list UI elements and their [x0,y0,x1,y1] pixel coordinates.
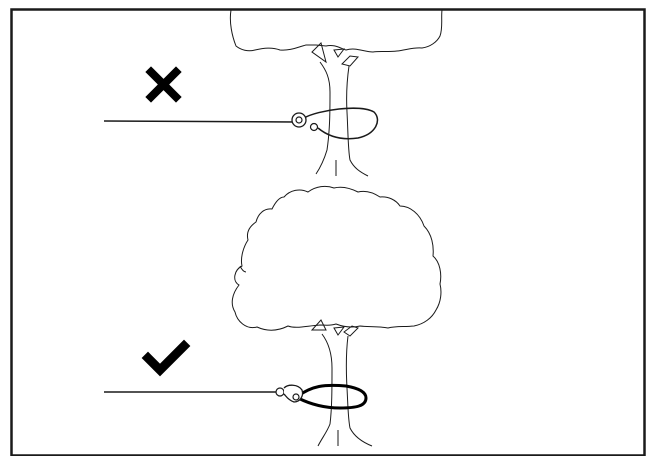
tree-trunk [315,61,369,177]
cable-strap [297,383,368,410]
thimble-inner [295,116,303,124]
shackle [283,384,304,403]
tree-canopy [231,185,442,331]
shackle-pin [292,393,300,401]
panel-right [104,185,442,447]
tree-canopy [229,9,443,53]
panel-wrong [103,9,443,177]
thimble [275,387,285,397]
cable-loop [303,107,379,140]
branch-gap-left [311,42,327,64]
cable [103,120,297,123]
shackle-pin [309,122,319,132]
cross-icon [145,66,182,103]
canopy-detail [239,265,247,273]
thimble [291,112,307,128]
branch-gap-right [333,326,346,336]
branch-gap-center [343,325,359,337]
branch-gap-center [341,55,360,67]
tree-trunk [317,333,373,447]
branch-gap-right [333,48,346,58]
branch-gap-left [310,319,327,331]
check-icon [141,339,191,377]
